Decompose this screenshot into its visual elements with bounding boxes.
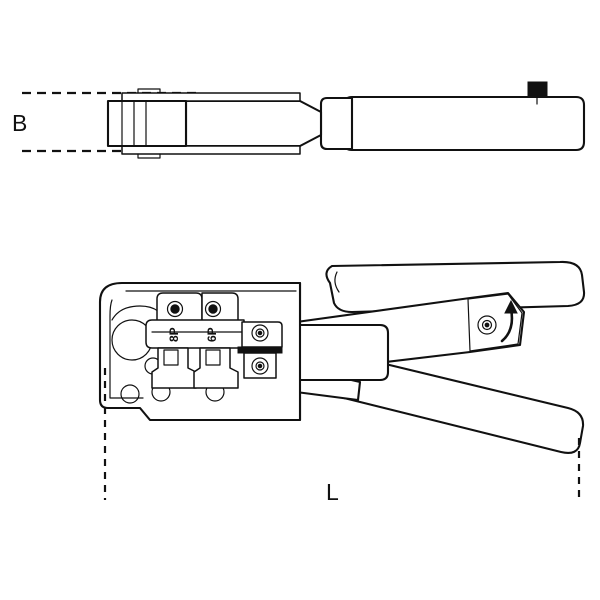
side-pivot-plate <box>241 321 283 348</box>
knob-icon <box>527 81 548 98</box>
screw-icon-center <box>484 322 490 328</box>
top-view-right-handle <box>342 95 586 152</box>
pivot-screw-lower-mid <box>255 361 265 371</box>
side-view-group: 8P 6P L <box>98 260 586 505</box>
top-view-notch-bottom <box>137 153 161 159</box>
dimension-label-b: B <box>12 110 27 136</box>
top-view-shaft <box>184 99 323 148</box>
die-screw-right-outer <box>204 300 222 318</box>
top-view-collar <box>319 96 354 151</box>
die-label-6p: 6P <box>205 327 219 342</box>
screw-icon-mid <box>481 319 493 331</box>
die-block-right <box>193 347 239 389</box>
head-hole-small-2 <box>120 384 140 404</box>
die-screw-right-inner <box>208 304 218 314</box>
pivot-screw-lower-outer <box>251 357 269 375</box>
top-view-group: B <box>12 81 586 159</box>
dimension-label-l: L <box>326 479 339 505</box>
die-screw-left-inner <box>170 304 180 314</box>
top-view-lower-plate <box>121 145 301 155</box>
die-slot-left <box>163 349 179 366</box>
die-bar <box>145 319 245 349</box>
die-label-8p: 8P <box>167 327 181 342</box>
head-frame-inner-contour <box>109 290 297 399</box>
top-view-head-block <box>106 99 188 148</box>
pivot-screw-upper-mid <box>255 328 265 338</box>
adjustment-plate <box>467 293 523 352</box>
upper-handle-outer <box>325 260 586 314</box>
screw-icon-outer <box>477 315 497 335</box>
die-screw-left-outer <box>166 300 184 318</box>
side-pivot-plate-dark-band <box>237 346 283 354</box>
rotation-arrow-icon-head <box>504 299 518 314</box>
top-view-notch-top <box>137 88 161 94</box>
upper-handle-grip-edge <box>334 271 340 293</box>
pivot-screw-upper-outer <box>251 324 269 342</box>
pivot-screw-lower-center <box>257 363 263 369</box>
die-slot-right <box>205 349 221 366</box>
pivot-screw-upper-center <box>257 330 263 336</box>
top-view-upper-plate <box>121 92 301 102</box>
